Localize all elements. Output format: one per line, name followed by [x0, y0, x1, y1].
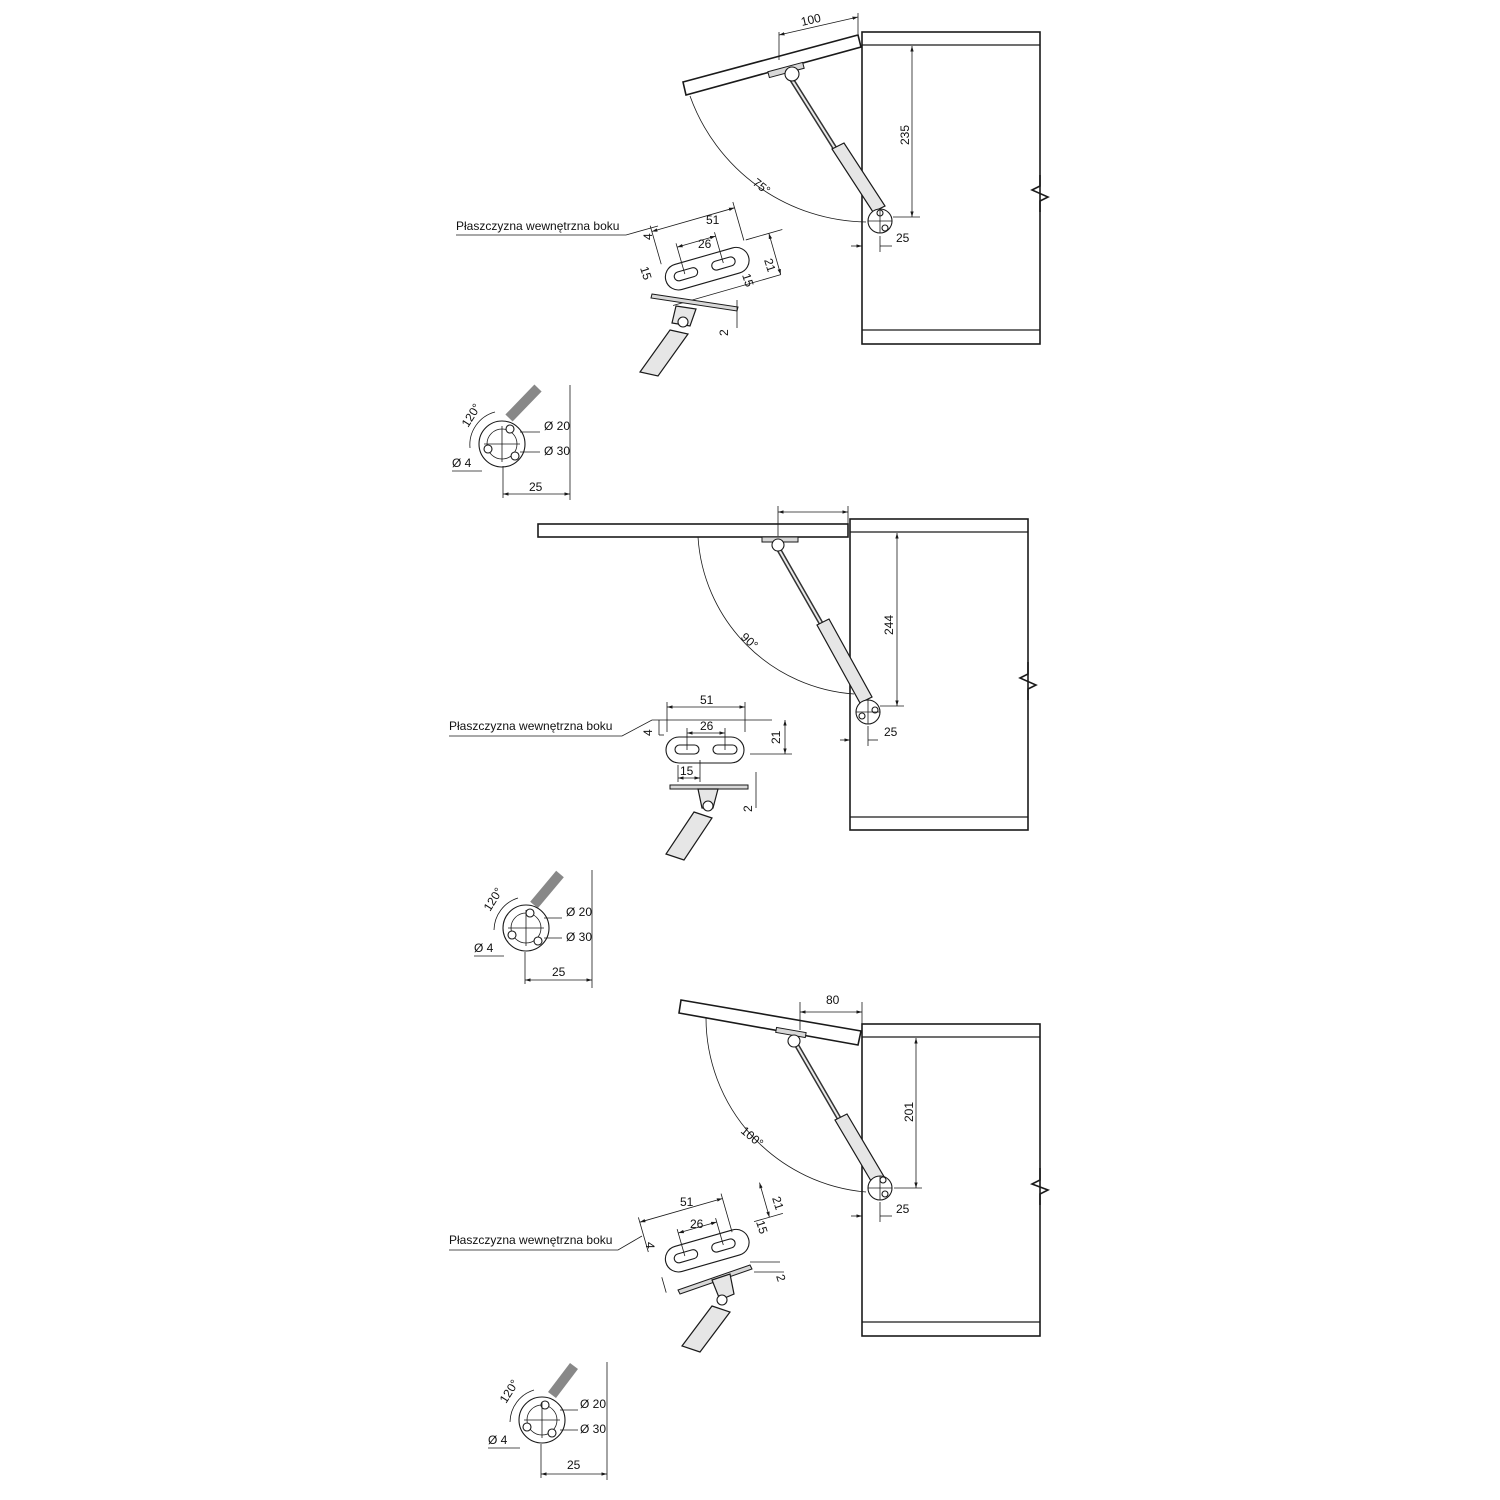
cabinet-side [849, 518, 1038, 831]
bracket-slot-offset-a: 15 [680, 764, 694, 778]
svg-text:201: 201 [902, 1102, 916, 1122]
bracket-thickness: 2 [717, 329, 731, 336]
bracket-slot-pitch: 26 [700, 719, 714, 733]
svg-text:25: 25 [896, 231, 910, 245]
svg-text:80: 80 [826, 993, 840, 1007]
bracket-height: 21 [769, 730, 783, 744]
variant-90: 90° 244 25 Płaszczyzna wewnętrzna boku [449, 506, 1038, 988]
cabinet-side [861, 31, 1050, 345]
angle-label: 90° [738, 630, 761, 653]
bracket-side-view: 2 [638, 293, 739, 377]
bracket-margin: 4 [641, 729, 655, 736]
base-angle: 120° [481, 885, 506, 914]
variant-75: 75° 100 235 25 Płaszczyzna wewnętrzna bo… [452, 11, 1050, 500]
bracket-length: 51 [706, 213, 720, 227]
base-angle: 120° [497, 1377, 522, 1406]
bracket-thickness: 2 [773, 1273, 788, 1284]
pivot-base [867, 1175, 893, 1201]
bracket-margin: 4 [643, 1242, 657, 1249]
dim-flap-depth: 100 [778, 11, 859, 60]
dim-offset: 25 [851, 231, 910, 252]
gas-strut [784, 66, 886, 213]
dim-flap-depth [777, 506, 849, 536]
opening-arc [697, 536, 855, 695]
base-d-hole: Ø 4 [474, 941, 494, 955]
bracket-slot-pitch: 26 [690, 1217, 704, 1231]
opening-arc [689, 95, 867, 223]
svg-text:25: 25 [884, 725, 898, 739]
base-d-hole: Ø 4 [488, 1433, 508, 1447]
svg-text:100: 100 [800, 11, 823, 29]
base-d-small: Ø 20 [544, 419, 570, 433]
base-offset: 25 [529, 480, 543, 494]
dim-offset: 25 [851, 1202, 910, 1222]
bracket-side-view: 2 [677, 1261, 789, 1353]
bracket-detail [649, 201, 783, 306]
flap-panel [678, 999, 862, 1046]
base-detail: 120° Ø 20 Ø 30 Ø 4 25 [474, 870, 593, 988]
svg-text:235: 235 [898, 125, 912, 145]
base-d-small: Ø 20 [566, 905, 592, 919]
dim-flap-depth: 80 [799, 993, 863, 1030]
flap-panel [682, 34, 862, 96]
dim-offset: 25 [840, 725, 898, 746]
variant-100: 100° 80 201 25 Płaszczyzna wewnętrzna bo… [449, 993, 1050, 1480]
gas-strut [771, 538, 873, 704]
base-d-large: Ø 30 [544, 444, 570, 458]
bracket-side-view: 2 [665, 772, 757, 861]
base-d-large: Ø 30 [580, 1422, 606, 1436]
base-offset: 25 [567, 1458, 581, 1472]
base-d-hole: Ø 4 [452, 456, 472, 470]
bracket-height: 21 [769, 1195, 787, 1212]
base-offset: 25 [552, 965, 566, 979]
dim-pivot-height: 201 [894, 1038, 922, 1189]
bracket-slot-offset-b: 15 [753, 1219, 771, 1236]
base-detail: 120° Ø 20 Ø 30 Ø 4 25 [488, 1362, 608, 1480]
dim-pivot-height: 244 [880, 533, 904, 707]
bracket-length: 51 [680, 1195, 694, 1209]
side-plane-label: Płaszczyzna wewnętrzna boku [456, 219, 619, 233]
bracket-detail: 51 26 4 21 15 [641, 693, 792, 782]
base-detail: 120° Ø 20 Ø 30 Ø 4 25 [452, 384, 571, 500]
bracket-length: 51 [700, 693, 714, 707]
opening-arc [705, 1017, 867, 1193]
bracket-detail [638, 1182, 783, 1293]
flap-panel [537, 523, 849, 543]
bracket-height: 21 [761, 257, 779, 274]
base-angle: 120° [459, 401, 484, 430]
side-plane-label: Płaszczyzna wewnętrzna boku [449, 719, 612, 733]
bracket-thickness: 2 [741, 805, 755, 812]
base-d-large: Ø 30 [566, 930, 592, 944]
svg-text:244: 244 [882, 615, 896, 635]
bracket-slot-offset-b: 15 [739, 272, 757, 289]
svg-text:25: 25 [896, 1202, 910, 1216]
bracket-slot-offset-a: 15 [637, 265, 655, 282]
base-d-small: Ø 20 [580, 1397, 606, 1411]
bracket-margin: 4 [641, 233, 655, 240]
pivot-base [855, 699, 881, 725]
cabinet-side [861, 1023, 1050, 1337]
side-plane-label: Płaszczyzna wewnętrzna boku [449, 1233, 612, 1247]
pivot-base [867, 208, 893, 234]
bracket-slot-pitch: 26 [698, 237, 712, 251]
dim-pivot-height: 235 [893, 46, 920, 218]
